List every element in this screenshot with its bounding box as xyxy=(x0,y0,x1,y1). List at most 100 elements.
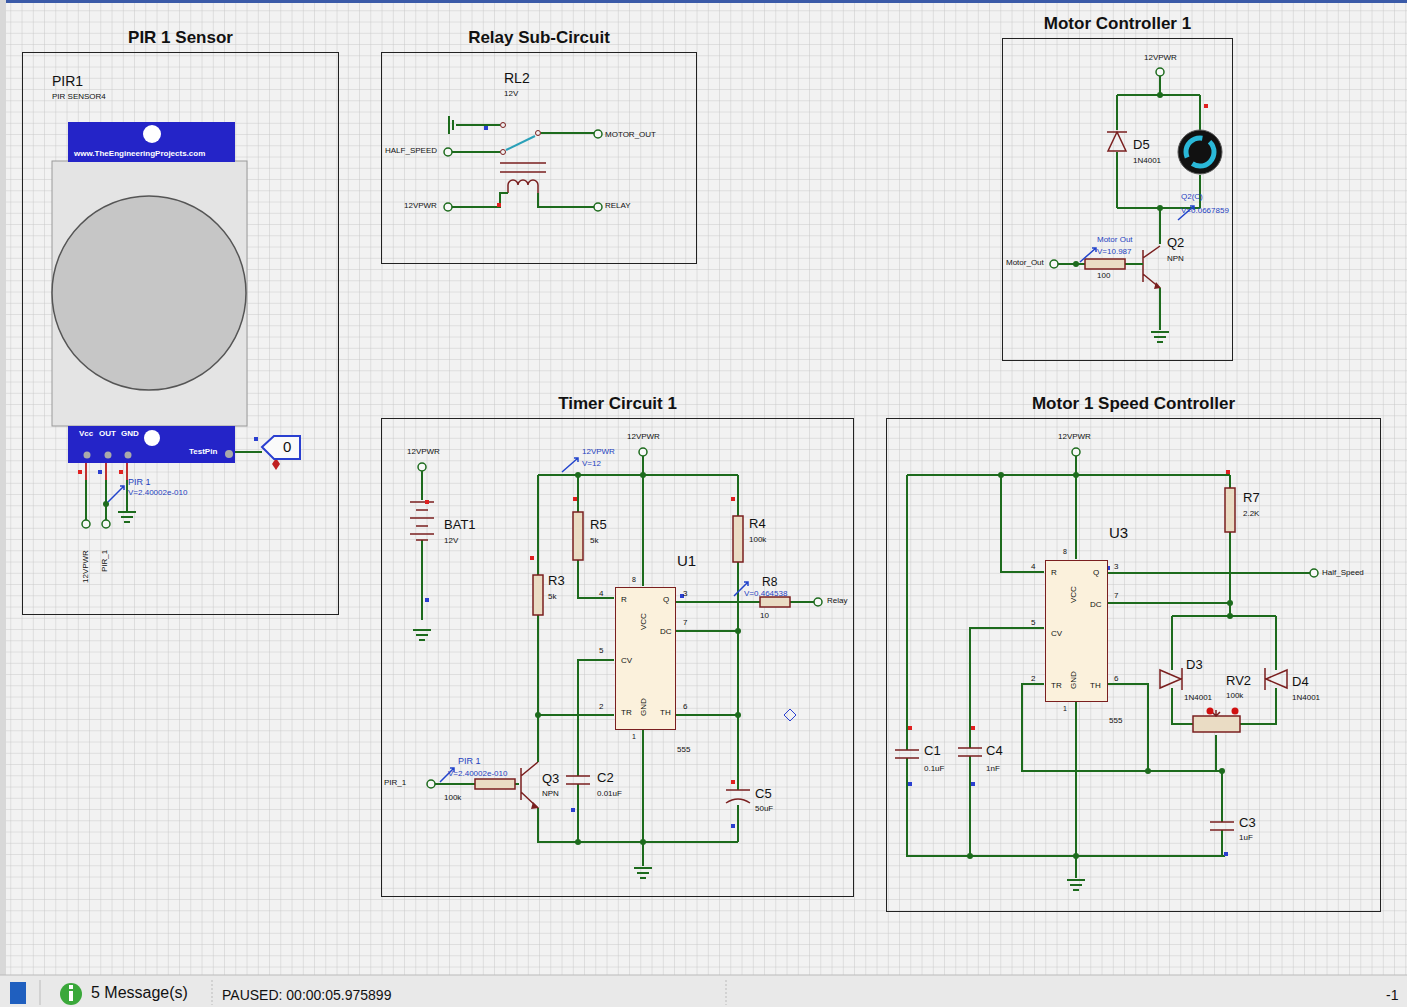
timer-circuit-symbol xyxy=(410,448,822,878)
pin-name: GND xyxy=(640,698,648,716)
pin-name: TH xyxy=(1090,682,1101,690)
component-value: 1 xyxy=(1063,705,1067,712)
component-value: Motor_Out xyxy=(1006,259,1044,267)
status-text: -1 xyxy=(1386,988,1398,1002)
pin-name: DC xyxy=(1090,601,1102,609)
panel-heading: Timer Circuit 1 xyxy=(382,395,853,412)
component-value: 12VPWR xyxy=(82,550,90,583)
component-reference: R5 xyxy=(590,518,607,531)
component-reference: D4 xyxy=(1292,675,1309,688)
component-value: 12VPWR xyxy=(407,448,440,456)
component-value: 0.01uF xyxy=(597,790,622,798)
timer-ic: RVCCQDCCVTRGNDTH xyxy=(1045,560,1108,702)
pin-name: Q xyxy=(1093,569,1099,577)
panel-heading: Motor Controller 1 xyxy=(1003,15,1232,32)
subcircuit-panel: Timer Circuit 1RVCCQDCCVTRGNDTH xyxy=(381,418,854,897)
component-reference: R3 xyxy=(548,574,565,587)
component-value: 50uF xyxy=(755,805,773,813)
pin-name: Q xyxy=(663,596,669,604)
subcircuit-panel: Motor 1 Speed ControllerRVCCQDCCVTRGNDTH xyxy=(886,418,1381,912)
component-value: 5 xyxy=(599,647,603,655)
component-value: PIR 1 xyxy=(128,478,151,487)
component-value: 100k xyxy=(749,536,766,544)
sensor-pin-label: OUT xyxy=(99,430,116,438)
component-value: 2 xyxy=(1031,675,1035,683)
component-value: 6 xyxy=(683,703,687,711)
component-reference: BAT1 xyxy=(444,518,476,531)
component-value: 4 xyxy=(599,590,603,598)
sensor-pin-label: Vcc xyxy=(79,430,93,438)
component-value: V=0.464538 xyxy=(744,590,787,598)
status-text: PAUSED: 00:00:05.975899 xyxy=(222,988,391,1002)
sensor-pin-label: TestPin xyxy=(189,448,217,456)
component-value: NPN xyxy=(1167,255,1184,263)
component-value: 8 xyxy=(1063,548,1067,555)
component-value: PIR_1 xyxy=(101,550,109,572)
component-reference: RL2 xyxy=(504,71,530,85)
panel-heading: PIR 1 Sensor xyxy=(23,29,338,46)
component-reference: D3 xyxy=(1186,658,1203,671)
component-value: Motor Out xyxy=(1097,236,1133,244)
component-value: NPN xyxy=(542,790,559,798)
pin-name: CV xyxy=(1051,630,1062,638)
component-value: RELAY xyxy=(605,202,631,210)
pin-name: CV xyxy=(621,657,632,665)
component-value: 7 xyxy=(1114,592,1118,600)
component-reference: C1 xyxy=(924,744,941,757)
component-reference: PIR1 xyxy=(52,74,83,88)
panel-heading: Motor 1 Speed Controller xyxy=(887,395,1380,412)
pin-name: TR xyxy=(621,709,632,717)
component-value: 1uF xyxy=(1239,834,1253,842)
pin-name: VCC xyxy=(1070,586,1078,603)
component-value: 555 xyxy=(677,746,690,754)
status-text: 5 Message(s) xyxy=(91,985,188,1001)
pin-name: DC xyxy=(660,628,672,636)
component-reference: R7 xyxy=(1243,491,1260,504)
component-value: V=10.987 xyxy=(1097,248,1131,256)
component-value: 10 xyxy=(760,612,769,620)
component-value: 4 xyxy=(1031,563,1035,571)
sensor-pin-label: www.TheEngineeringProjects.com xyxy=(74,150,205,158)
component-reference: C5 xyxy=(755,787,772,800)
motor-driver-symbol xyxy=(1050,68,1222,342)
component-value: V=2.40002e-010 xyxy=(448,770,507,778)
subcircuit-panel: PIR 1 Sensorwww.TheEngineeringProjects.c… xyxy=(22,52,339,615)
relay-symbol xyxy=(444,116,602,211)
component-reference: C3 xyxy=(1239,816,1256,829)
component-value: 5 xyxy=(1031,619,1035,627)
component-value: 8 xyxy=(632,576,636,583)
component-value: 5k xyxy=(548,593,556,601)
pin-name: GND xyxy=(1070,671,1078,689)
component-value: V=0.0667859 xyxy=(1181,207,1229,215)
pir-sensor-symbol xyxy=(52,161,300,528)
component-value: 12VPWR xyxy=(1144,54,1177,62)
component-value: 2 xyxy=(599,703,603,711)
component-value: V=2.40002e-010 xyxy=(128,489,187,497)
component-value: 1nF xyxy=(986,765,1000,773)
component-value: 3 xyxy=(683,590,687,598)
component-value: 12VPWR xyxy=(627,433,660,441)
pin-name: TH xyxy=(660,709,671,717)
component-value: MOTOR_OUT xyxy=(605,131,656,139)
component-value: 12VPWR xyxy=(1058,433,1091,441)
component-reference: D5 xyxy=(1133,138,1150,151)
status-bar xyxy=(0,975,1407,1007)
component-reference: 0 xyxy=(283,439,291,454)
pin-name: R xyxy=(1051,569,1057,577)
component-value: 1N4001 xyxy=(1292,694,1320,702)
component-reference: R4 xyxy=(749,517,766,530)
component-value: Q2(C) xyxy=(1181,193,1203,201)
component-value: 1 xyxy=(632,733,636,740)
component-value: 12V xyxy=(444,537,458,545)
component-value: Relay xyxy=(827,597,847,605)
subcircuit-panel: Relay Sub-Circuit xyxy=(381,52,697,264)
component-value: PIR_1 xyxy=(384,779,406,787)
timer-ic: RVCCQDCCVTRGNDTH xyxy=(615,587,676,730)
component-value: V=12 xyxy=(582,460,601,468)
panel-heading: Relay Sub-Circuit xyxy=(382,29,696,46)
component-value: 0.1uF xyxy=(924,765,944,773)
component-reference: C2 xyxy=(597,771,614,784)
sensor-pin-label: GND xyxy=(121,430,139,438)
component-value: 2.2K xyxy=(1243,510,1259,518)
